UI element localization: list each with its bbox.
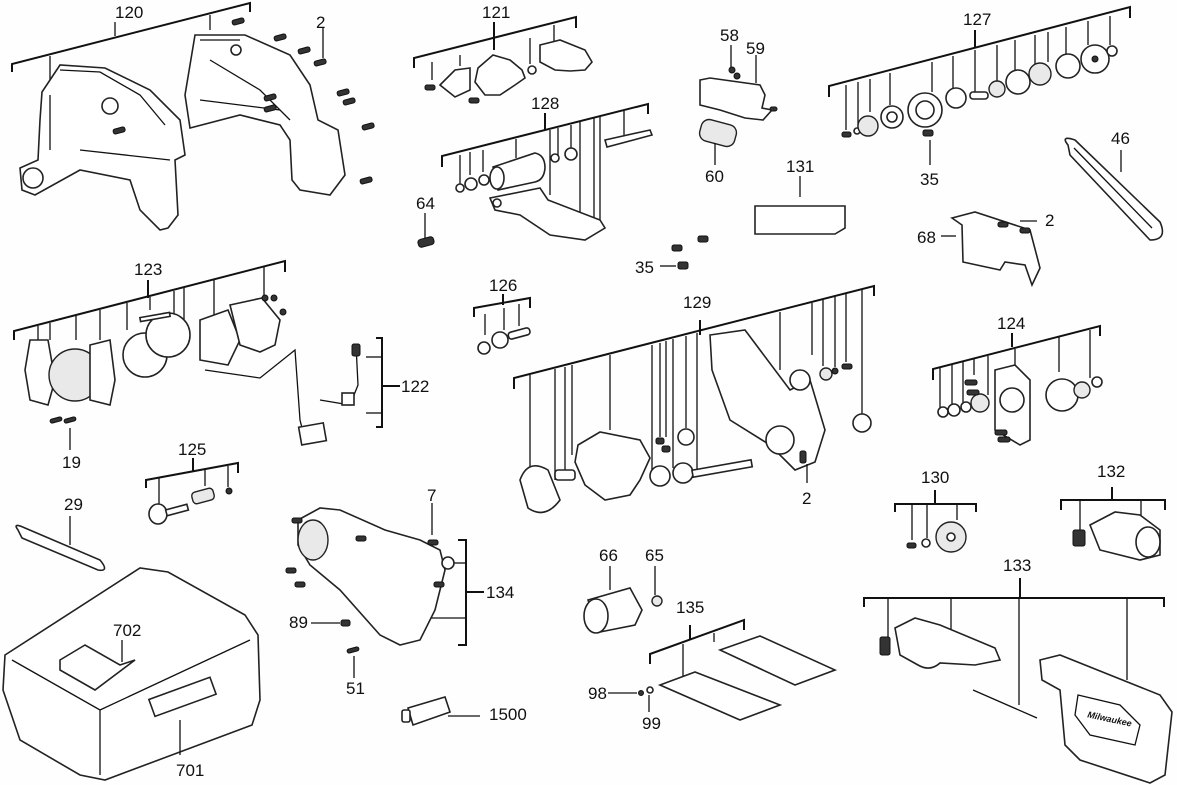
sanding-belt-29: [15, 516, 106, 572]
dust-port-132: [1060, 487, 1166, 561]
belt-guard-assembly: [285, 503, 484, 678]
bracket-68: [941, 211, 1041, 288]
callout-702: 702: [113, 621, 142, 640]
callout-19: 19: [62, 453, 81, 472]
callout-701: 701: [176, 761, 205, 780]
callout-60: 60: [705, 167, 724, 186]
callout-98: 98: [588, 684, 607, 703]
callout-7: 7: [427, 486, 437, 505]
housing-right-half: [184, 34, 346, 196]
callout-124: 124: [997, 314, 1026, 333]
callout-51: 51: [346, 679, 365, 698]
callout-132: 132: [1097, 462, 1126, 481]
callout-127: 127: [963, 10, 992, 29]
callout-64: 64: [416, 194, 435, 213]
sanding-sheets-135: [608, 618, 838, 721]
callout-35: 35: [635, 258, 654, 277]
gear-assembly: [828, 5, 1131, 165]
callout-68: 68: [917, 228, 936, 247]
drum-sleeve-66: [583, 566, 663, 634]
grease-tube-1500: [401, 696, 480, 727]
callout-58: 58: [720, 26, 739, 45]
roller-assembly: [441, 102, 654, 241]
motor-assembly: [13, 259, 328, 446]
spring-64: [417, 213, 435, 248]
lock-button-assembly: [145, 458, 239, 525]
brushes-19: [49, 416, 77, 450]
callout-122: 122: [401, 377, 430, 396]
callout-128: 128: [531, 94, 560, 113]
callout-133: 133: [1003, 556, 1032, 575]
housing-left-half: [11, 1, 251, 231]
callout-123: 123: [134, 260, 163, 279]
callout-65: 65: [645, 546, 664, 565]
gearbox-arm-assembly: [513, 284, 875, 514]
dust-collection-assembly: [863, 578, 1173, 784]
callout-2: 2: [1045, 211, 1055, 230]
drive-belt-46: [1064, 137, 1164, 241]
callout-99: 99: [642, 714, 661, 733]
switch-wiring-122: [319, 337, 400, 428]
handle-cover-assembly: [413, 15, 593, 104]
screws-2: [112, 17, 375, 185]
callout-130: 130: [921, 468, 950, 487]
callout-66: 66: [599, 546, 618, 565]
washer-bolt-126: [473, 294, 531, 355]
gear-plate-assembly: [932, 324, 1103, 446]
callout-120: 120: [115, 3, 144, 22]
callout-129: 129: [683, 293, 712, 312]
callout-135: 135: [676, 598, 705, 617]
callout-1500: 1500: [489, 705, 527, 724]
callout-59: 59: [746, 39, 765, 58]
callout-134: 134: [486, 583, 515, 602]
callout-131: 131: [786, 157, 815, 176]
callout-125: 125: [178, 440, 207, 459]
trigger-assembly: [698, 45, 778, 165]
callout-89: 89: [289, 613, 308, 632]
callout-46: 46: [1111, 129, 1130, 148]
label-plate-131: [754, 176, 846, 235]
pulley-130: [894, 490, 977, 553]
callout-35: 35: [920, 170, 939, 189]
callout-2: 2: [802, 489, 812, 508]
callout-2: 2: [316, 13, 326, 32]
screws-35: [660, 235, 709, 270]
callout-126: 126: [489, 276, 518, 295]
carry-case-701: [2, 567, 261, 781]
callout-29: 29: [64, 495, 83, 514]
callout-121: 121: [482, 3, 511, 22]
